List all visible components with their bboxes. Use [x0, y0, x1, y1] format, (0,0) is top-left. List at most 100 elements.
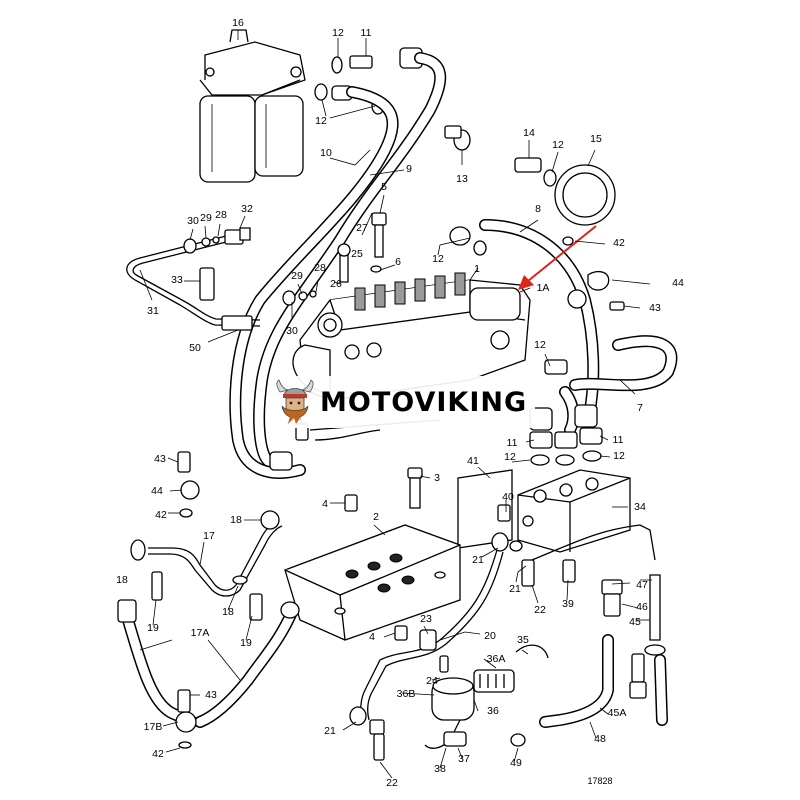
fuel-hoses: [229, 52, 678, 479]
callout-17b: 17B: [144, 721, 163, 733]
callout-6: 6: [395, 256, 401, 268]
callout-41: 41: [467, 455, 479, 467]
callout-47: 47: [636, 579, 648, 591]
callout-12: 12: [315, 115, 327, 127]
callout-27: 27: [356, 222, 368, 234]
callout-32: 32: [241, 203, 253, 215]
callout-28: 28: [215, 209, 227, 221]
callout-11: 11: [361, 27, 372, 39]
leader-lines: [139, 30, 652, 779]
callout-37: 37: [458, 753, 470, 765]
callout-36: 36: [487, 705, 499, 717]
callout-25: 25: [351, 248, 363, 260]
callout-11: 11: [613, 434, 624, 446]
callout-49: 49: [510, 757, 522, 769]
callout-12: 12: [613, 450, 625, 462]
solenoid-36: [424, 644, 549, 749]
callout-19: 19: [240, 637, 252, 649]
callout-17: 17: [203, 530, 215, 542]
callout-42: 42: [152, 748, 164, 760]
callout-2: 2: [373, 511, 379, 523]
callout-20: 20: [484, 630, 496, 642]
callout-30: 30: [286, 325, 298, 337]
callout-23: 23: [420, 613, 432, 625]
brand-watermark: MOTOVIKING: [272, 376, 536, 428]
callout-38: 38: [434, 763, 446, 775]
red-arrow-indicator: [518, 225, 597, 290]
callout-12: 12: [504, 451, 516, 463]
callout-21: 21: [509, 583, 521, 595]
callout-36a: 36A: [487, 653, 506, 665]
callout-16: 16: [232, 17, 244, 29]
callout-18: 18: [116, 574, 128, 586]
callout-12: 12: [552, 139, 564, 151]
callout-9: 9: [406, 163, 412, 175]
callout-12: 12: [534, 339, 546, 351]
pump-bolts: [337, 212, 487, 283]
callout-44: 44: [672, 277, 684, 289]
fuel-filter-assembly: [199, 29, 306, 183]
bracket-2: [284, 467, 461, 641]
callout-43: 43: [649, 302, 661, 314]
callout-33: 33: [171, 274, 183, 286]
callout-10: 10: [320, 147, 332, 159]
pipe-20: [349, 532, 576, 761]
callout-12: 12: [332, 27, 344, 39]
injection-pump: [292, 272, 531, 441]
callout-31: 31: [147, 305, 159, 317]
callout-43: 43: [154, 453, 166, 465]
callout-28: 28: [314, 262, 326, 274]
callout-29: 29: [291, 270, 303, 282]
callout-1: 1: [474, 263, 480, 275]
callout-13: 13: [456, 173, 468, 185]
clamp-upper: [562, 236, 625, 311]
callout-12: 12: [432, 253, 444, 265]
callout-45a: 45A: [608, 707, 627, 719]
callout-22: 22: [534, 604, 546, 616]
pipe-fittings-mid: [269, 359, 603, 471]
figure-number: 17828: [587, 776, 612, 786]
callout-50: 50: [189, 342, 201, 354]
callout-8: 8: [535, 203, 541, 215]
callout-15: 15: [590, 133, 602, 145]
callout-3: 3: [434, 472, 440, 484]
distribution-block: [457, 469, 631, 553]
callout-45: 45: [629, 616, 641, 628]
cover-15: [514, 157, 616, 226]
callout-42: 42: [155, 509, 167, 521]
callout-21: 21: [472, 554, 484, 566]
callout-26: 26: [330, 278, 342, 290]
callout-44: 44: [151, 485, 163, 497]
viking-head-icon: [276, 379, 314, 424]
callout-35: 35: [517, 634, 529, 646]
callout-11: 11: [507, 437, 518, 449]
callout-40: 40: [502, 491, 514, 503]
pipe-17: [130, 451, 283, 621]
callout-4: 4: [322, 498, 328, 510]
hose-17A: [117, 599, 300, 749]
callout-29: 29: [200, 212, 212, 224]
callout-5: 5: [381, 181, 387, 193]
fitting-group-32: [183, 227, 317, 306]
fuel-pipe-31: [126, 234, 261, 331]
callout-4: 4: [369, 631, 375, 643]
callout-42: 42: [613, 237, 625, 249]
callout-22: 22: [386, 777, 398, 789]
callout-48: 48: [594, 733, 606, 745]
callout-18: 18: [222, 606, 234, 618]
callout-34: 34: [634, 501, 646, 513]
callout-21: 21: [324, 725, 336, 737]
callout-46: 46: [636, 601, 648, 613]
callout-30: 30: [187, 215, 199, 227]
callout-1a: 1A: [537, 282, 550, 294]
pipe-45: [510, 524, 668, 747]
brand-name: MOTOVIKING: [320, 386, 528, 418]
callout-17a: 17A: [191, 627, 210, 639]
callout-24: 24: [426, 675, 438, 687]
callout-36b: 36B: [397, 688, 416, 700]
callout-7: 7: [637, 402, 643, 414]
callout-18: 18: [230, 514, 242, 526]
callout-39: 39: [562, 598, 574, 610]
